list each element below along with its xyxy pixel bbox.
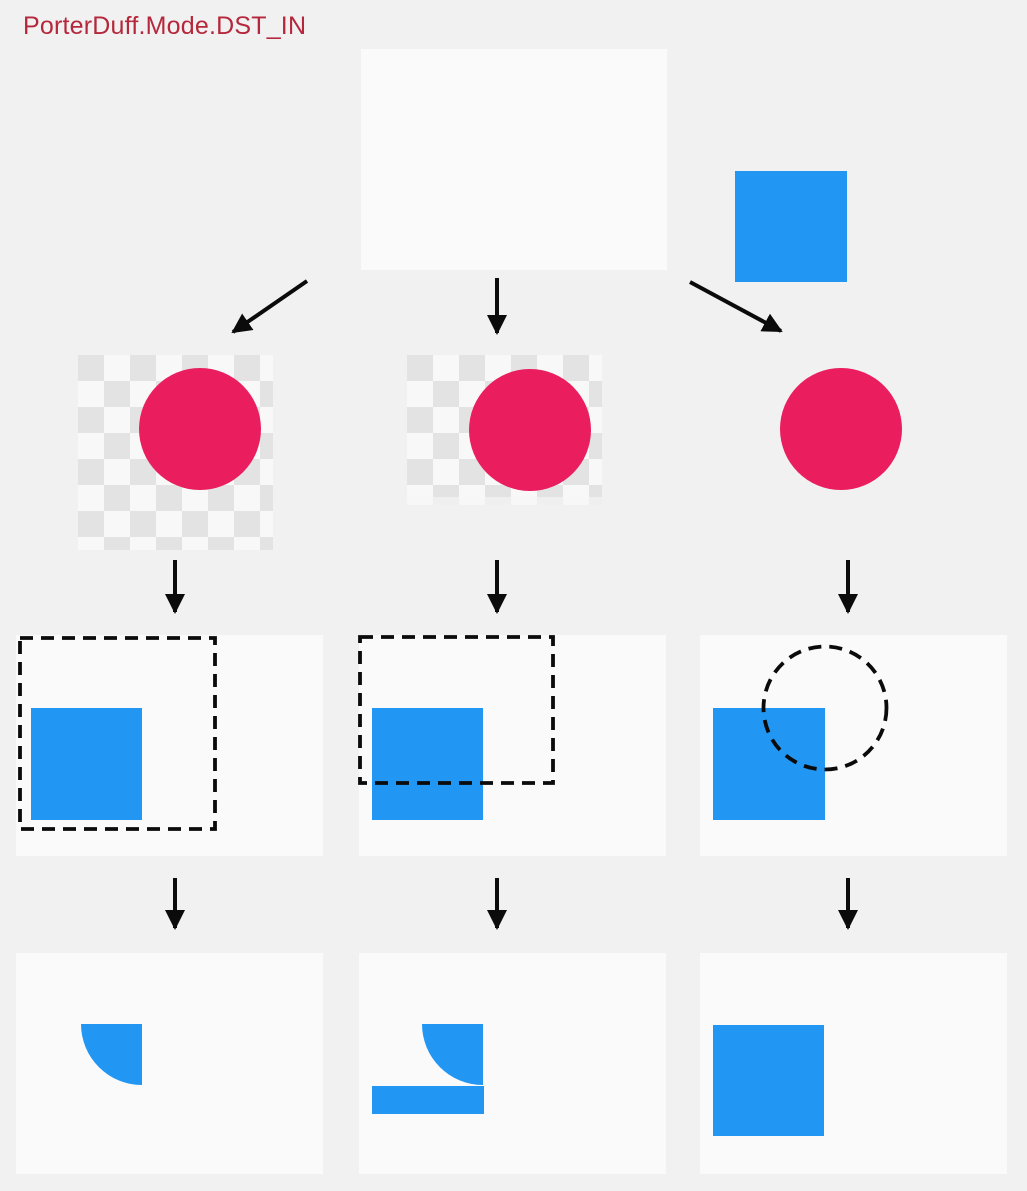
destination-square [735,171,847,282]
arrow-top-to-right-source [689,280,783,333]
compose-square-left [31,708,142,820]
source-circle-middle [469,369,591,491]
source-circle-left [139,368,261,490]
result-panel-middle [359,953,666,1174]
compose-square-right [713,708,825,820]
page-title: PorterDuff.Mode.DST_IN [23,12,307,40]
result-square-right [713,1025,824,1136]
source-circle-right [780,368,902,490]
result-panel-left [16,953,323,1174]
destination-panel [361,49,847,282]
compose-square-middle [372,708,483,820]
checkerboard-fade [407,497,602,505]
arrow-top-to-left-source [231,279,309,334]
